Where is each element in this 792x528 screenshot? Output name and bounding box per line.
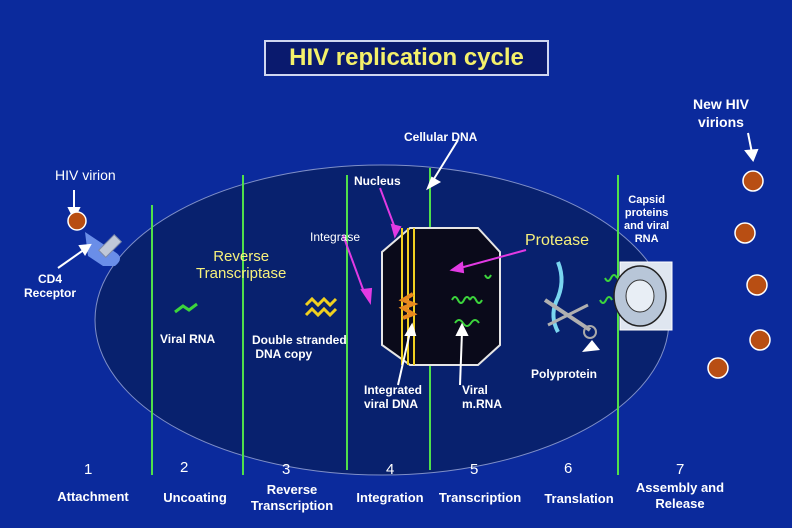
step-number-3: 3 [282, 461, 291, 478]
released-virions [67, 170, 771, 379]
viral-rna-strand [174, 302, 198, 314]
step-label-5: Transcription [438, 490, 522, 505]
step-number-7: 7 [676, 461, 685, 478]
label-hiv-virion: HIV virion [55, 167, 116, 183]
label-viral-mrna: Viral m.RNA [462, 383, 503, 411]
label-cellular-dna: Cellular DNA [404, 130, 478, 144]
label-new-virions: New HIV virions [693, 96, 750, 130]
label-nucleus: Nucleus [354, 174, 401, 188]
label-capsid: Capsid proteins and viral RNA [624, 194, 670, 245]
label-integrated-dna: Integrated viral DNA [364, 383, 423, 411]
step-label-7: Assembly and Release [635, 480, 725, 511]
step-number-1: 1 [84, 461, 93, 478]
label-cd4-receptor: CD4 Receptor [24, 272, 77, 300]
label-viral-rna: Viral RNA [160, 332, 216, 346]
step-label-2: Uncoating [163, 490, 227, 505]
step-number-5: 5 [470, 461, 479, 478]
step-label-3: Reverse Transcription [250, 482, 334, 513]
step-label-4: Integration [356, 490, 424, 505]
label-integrase: Integrase [310, 230, 361, 244]
step-label-1: Attachment [57, 489, 129, 504]
step-number-6: 6 [564, 460, 573, 477]
label-reverse-transcriptase: Reverse Transcriptase [196, 248, 287, 282]
step-number-4: 4 [386, 461, 395, 478]
nucleus-shape [381, 227, 501, 366]
dna-copy [304, 296, 338, 318]
label-polyprotein: Polyprotein [531, 367, 598, 381]
label-double-stranded: Double stranded DNA copy [252, 333, 347, 361]
step-number-2: 2 [180, 459, 189, 476]
viral-mrna-strands [451, 274, 492, 327]
step-label-6: Translation [544, 491, 614, 506]
label-protease: Protease [525, 232, 590, 249]
integrated-viral-dna [398, 292, 419, 320]
page-title: HIV replication cycle [264, 40, 549, 76]
